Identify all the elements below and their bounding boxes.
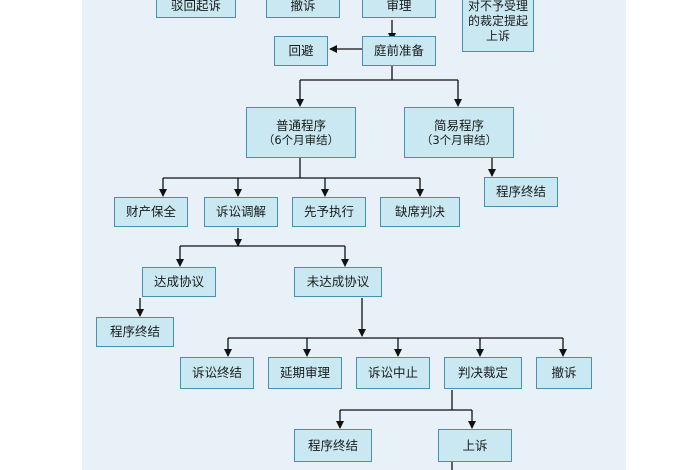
node-litigation-suspended: 诉讼中止 — [356, 357, 430, 389]
node-default-judgment: 缺席判决 — [380, 197, 460, 227]
node-litigation-terminated: 诉讼终结 — [180, 357, 254, 389]
node-verdict-ruling: 判决裁定 — [444, 357, 522, 389]
node-pretrial: 庭前准备 — [362, 36, 436, 66]
node-appeal: 上诉 — [438, 429, 512, 462]
node-no-agreement: 未达成协议 — [294, 267, 382, 297]
node-postponed-trial: 延期审理 — [268, 357, 342, 389]
node-mediation: 诉讼调解 — [204, 197, 278, 227]
node-reject-suit: 驳回起诉 — [156, 0, 236, 18]
node-trial: 审理 — [362, 0, 436, 18]
node-prior-execution: 先予执行 — [292, 197, 366, 227]
node-withdraw-top: 撤诉 — [266, 0, 340, 18]
node-end-simple: 程序终结 — [484, 177, 558, 207]
node-appeal-note: 对不予受理的裁定提起上诉 — [462, 0, 534, 52]
node-withdraw-suit: 撤诉 — [536, 357, 592, 389]
node-dismiss: 回避 — [274, 36, 328, 66]
node-agreement-reached: 达成协议 — [142, 267, 216, 297]
node-end-agreed: 程序终结 — [96, 317, 174, 347]
node-end-final: 程序终结 — [294, 429, 372, 462]
node-simple-procedure: 简易程序 （3个月审结） — [404, 107, 514, 158]
diagram-background — [82, 0, 626, 470]
node-property-preservation: 财产保全 — [114, 197, 188, 227]
node-ordinary-procedure: 普通程序 （6个月审结） — [246, 107, 356, 158]
